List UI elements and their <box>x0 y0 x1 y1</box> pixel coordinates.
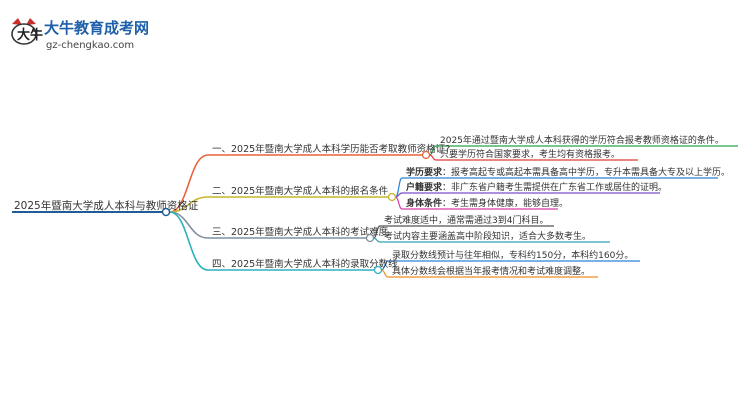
leaf-label[interactable]: 2025年通过暨南大学成人本科获得的学历符合报考教师资格证的条件。 <box>440 134 724 146</box>
branch-collapse-toggle[interactable] <box>421 150 431 160</box>
connector-line <box>169 154 209 213</box>
leaf-label[interactable]: 具体分数线会根据当年报考情况和考试难度调整。 <box>392 265 590 277</box>
leaf-label[interactable]: 学历要求：报考高起专或高起本需具备高中学历，专升本需具备大专及以上学历。 <box>406 166 730 178</box>
branch-label-3[interactable]: 三、2025年暨南大学成人本科的考试难度 <box>212 226 389 238</box>
leaf-label-text: 考试难度适中，通常需通过3到4门科目。 <box>384 214 548 226</box>
connector-line <box>169 211 209 271</box>
branch-collapse-toggle[interactable] <box>373 265 383 275</box>
connector-line <box>395 196 403 210</box>
connector-line <box>169 196 209 213</box>
leaf-label[interactable]: 身体条件：考生需身体健康，能够自理。 <box>406 197 568 209</box>
logo[interactable]: 大牛 大牛教育成考网 gz-chengkao.com <box>8 14 178 54</box>
leaf-label-text: 录取分数线预计与往年相似，专科约150分，本科约160分。 <box>392 249 633 261</box>
branch-label-4[interactable]: 四、2025年暨南大学成人本科的录取分数线 <box>212 258 398 270</box>
logo-svg: 大牛 大牛教育成考网 gz-chengkao.com <box>11 18 149 51</box>
leaf-label[interactable]: 考试难度适中，通常需通过3到4门科目。 <box>384 214 548 226</box>
branch-collapse-toggle[interactable] <box>387 192 397 202</box>
leaf-label-text: 考试内容主要涵盖高中阶段知识，适合大多数考生。 <box>384 230 591 242</box>
svg-text:大牛: 大牛 <box>17 27 43 43</box>
branch-collapse-toggle[interactable] <box>365 233 375 243</box>
connector-line <box>429 154 437 161</box>
logo-name: 大牛教育成考网 <box>44 19 149 37</box>
leaf-label-text: ：报考高起专或高起本需具备高中学历，专升本需具备大专及以上学历。 <box>442 166 730 178</box>
leaf-label-bold: 学历要求 <box>406 166 443 178</box>
leaf-label-text: 具体分数线会根据当年报考情况和考试难度调整。 <box>392 265 590 277</box>
connector-line <box>169 211 209 239</box>
leaf-label-text: ：非广东省户籍考生需提供在广东省工作或居住的证明。 <box>442 181 667 193</box>
leaf-label[interactable]: 录取分数线预计与往年相似，专科约150分，本科约160分。 <box>392 249 633 261</box>
leaf-label[interactable]: 只要学历符合国家要求，考生均有资格报考。 <box>440 148 620 160</box>
root-node-label[interactable]: 2025年暨南大学成人本科与教师资格证 <box>14 199 199 212</box>
bull-mascot-icon: 大牛 <box>11 18 43 45</box>
branch-label-2[interactable]: 二、2025年暨南大学成人本科的报名条件 <box>212 185 389 197</box>
connector-line <box>381 269 389 278</box>
leaf-label[interactable]: 户籍要求：非广东省户籍考生需提供在广东省工作或居住的证明。 <box>406 181 667 193</box>
leaf-label-bold: 身体条件 <box>406 197 442 209</box>
root-collapse-toggle[interactable] <box>161 207 171 217</box>
leaf-label-text: ：考生需身体健康，能够自理。 <box>442 197 568 209</box>
leaf-label[interactable]: 考试内容主要涵盖高中阶段知识，适合大多数考生。 <box>384 230 591 242</box>
leaf-label-text: 2025年通过暨南大学成人本科获得的学历符合报考教师资格证的条件。 <box>440 134 724 146</box>
leaf-label-bold: 户籍要求 <box>406 181 443 193</box>
logo-url: gz-chengkao.com <box>46 40 134 51</box>
leaf-label-text: 只要学历符合国家要求，考生均有资格报考。 <box>440 148 620 160</box>
connector-line <box>373 237 381 243</box>
mind-map-nodes: 2025年暨南大学成人本科与教师资格证 一、2025年暨南大学成人本科学历能否考取… <box>14 134 730 277</box>
mind-map-edges <box>12 145 738 278</box>
branch-label-1[interactable]: 一、2025年暨南大学成人本科学历能否考取教师资格证? <box>212 143 450 155</box>
